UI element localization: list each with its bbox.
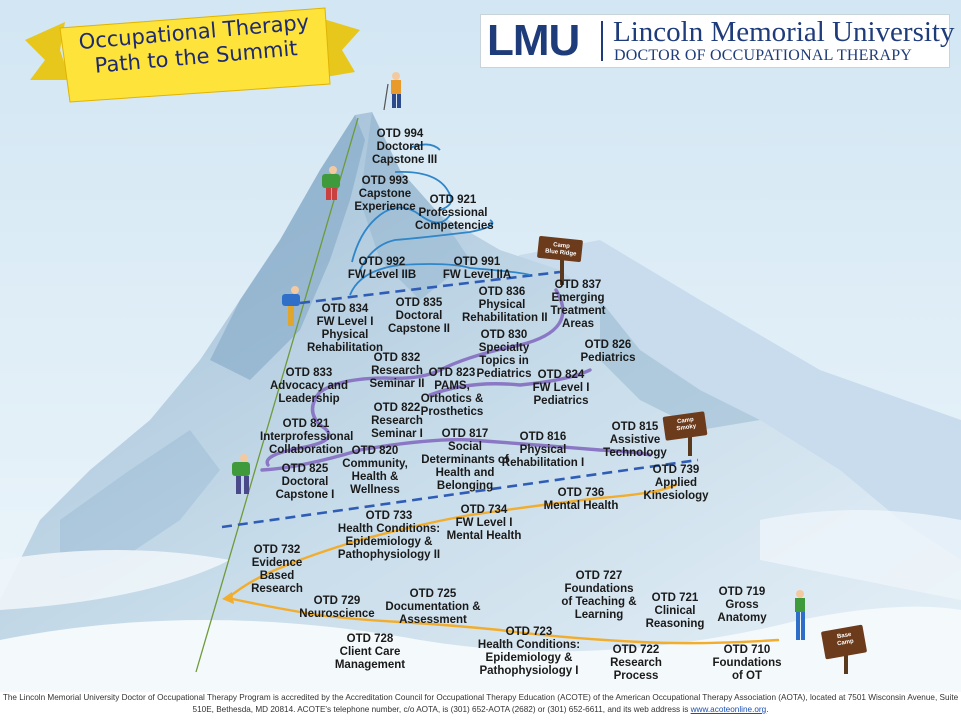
divider-smoky xyxy=(221,458,699,529)
mountain-shadow-lower xyxy=(60,430,220,580)
climber-fieldwork xyxy=(282,286,300,326)
camp-sign-smoky xyxy=(662,411,708,456)
path-year1 xyxy=(225,483,780,645)
climbing-rope xyxy=(195,117,359,673)
snow-field xyxy=(0,606,961,692)
climber-summit xyxy=(383,72,401,111)
footer-end: . xyxy=(766,705,769,714)
mountain-shadow-mid xyxy=(360,112,470,300)
camp-sign-blue-ridge xyxy=(537,235,583,285)
snow-drift-right xyxy=(760,510,961,600)
camp-sign-base xyxy=(821,624,867,674)
mountain-shadow-right xyxy=(600,300,760,430)
banner-ribbon xyxy=(25,22,70,80)
logo-university: Lincoln Memorial University xyxy=(613,16,955,48)
climber-base xyxy=(795,590,805,640)
lmu-logo: LMU Lincoln Memorial University DOCTOR O… xyxy=(480,14,955,68)
logo-divider xyxy=(601,21,603,61)
accreditation-footer: The Lincoln Memorial University Doctor o… xyxy=(0,692,961,724)
main-mountain xyxy=(0,112,961,692)
footer-text: The Lincoln Memorial University Doctor o… xyxy=(2,693,959,714)
acote-link[interactable]: www.acoteonline.org xyxy=(690,705,767,714)
snow-drift xyxy=(0,550,230,610)
logo-program: DOCTOR OF OCCUPATIONAL THERAPY xyxy=(614,47,913,64)
path-year3 xyxy=(349,143,531,296)
climber-capstone xyxy=(322,166,340,200)
path-year2 xyxy=(260,288,652,472)
divider-blue-ridge xyxy=(299,270,561,305)
path-year1-arrowhead xyxy=(222,592,234,604)
banner-ribbon-right xyxy=(320,18,360,78)
climber-lower xyxy=(232,454,250,494)
logo-mark: LMU xyxy=(487,16,580,65)
banner-body xyxy=(59,7,331,103)
